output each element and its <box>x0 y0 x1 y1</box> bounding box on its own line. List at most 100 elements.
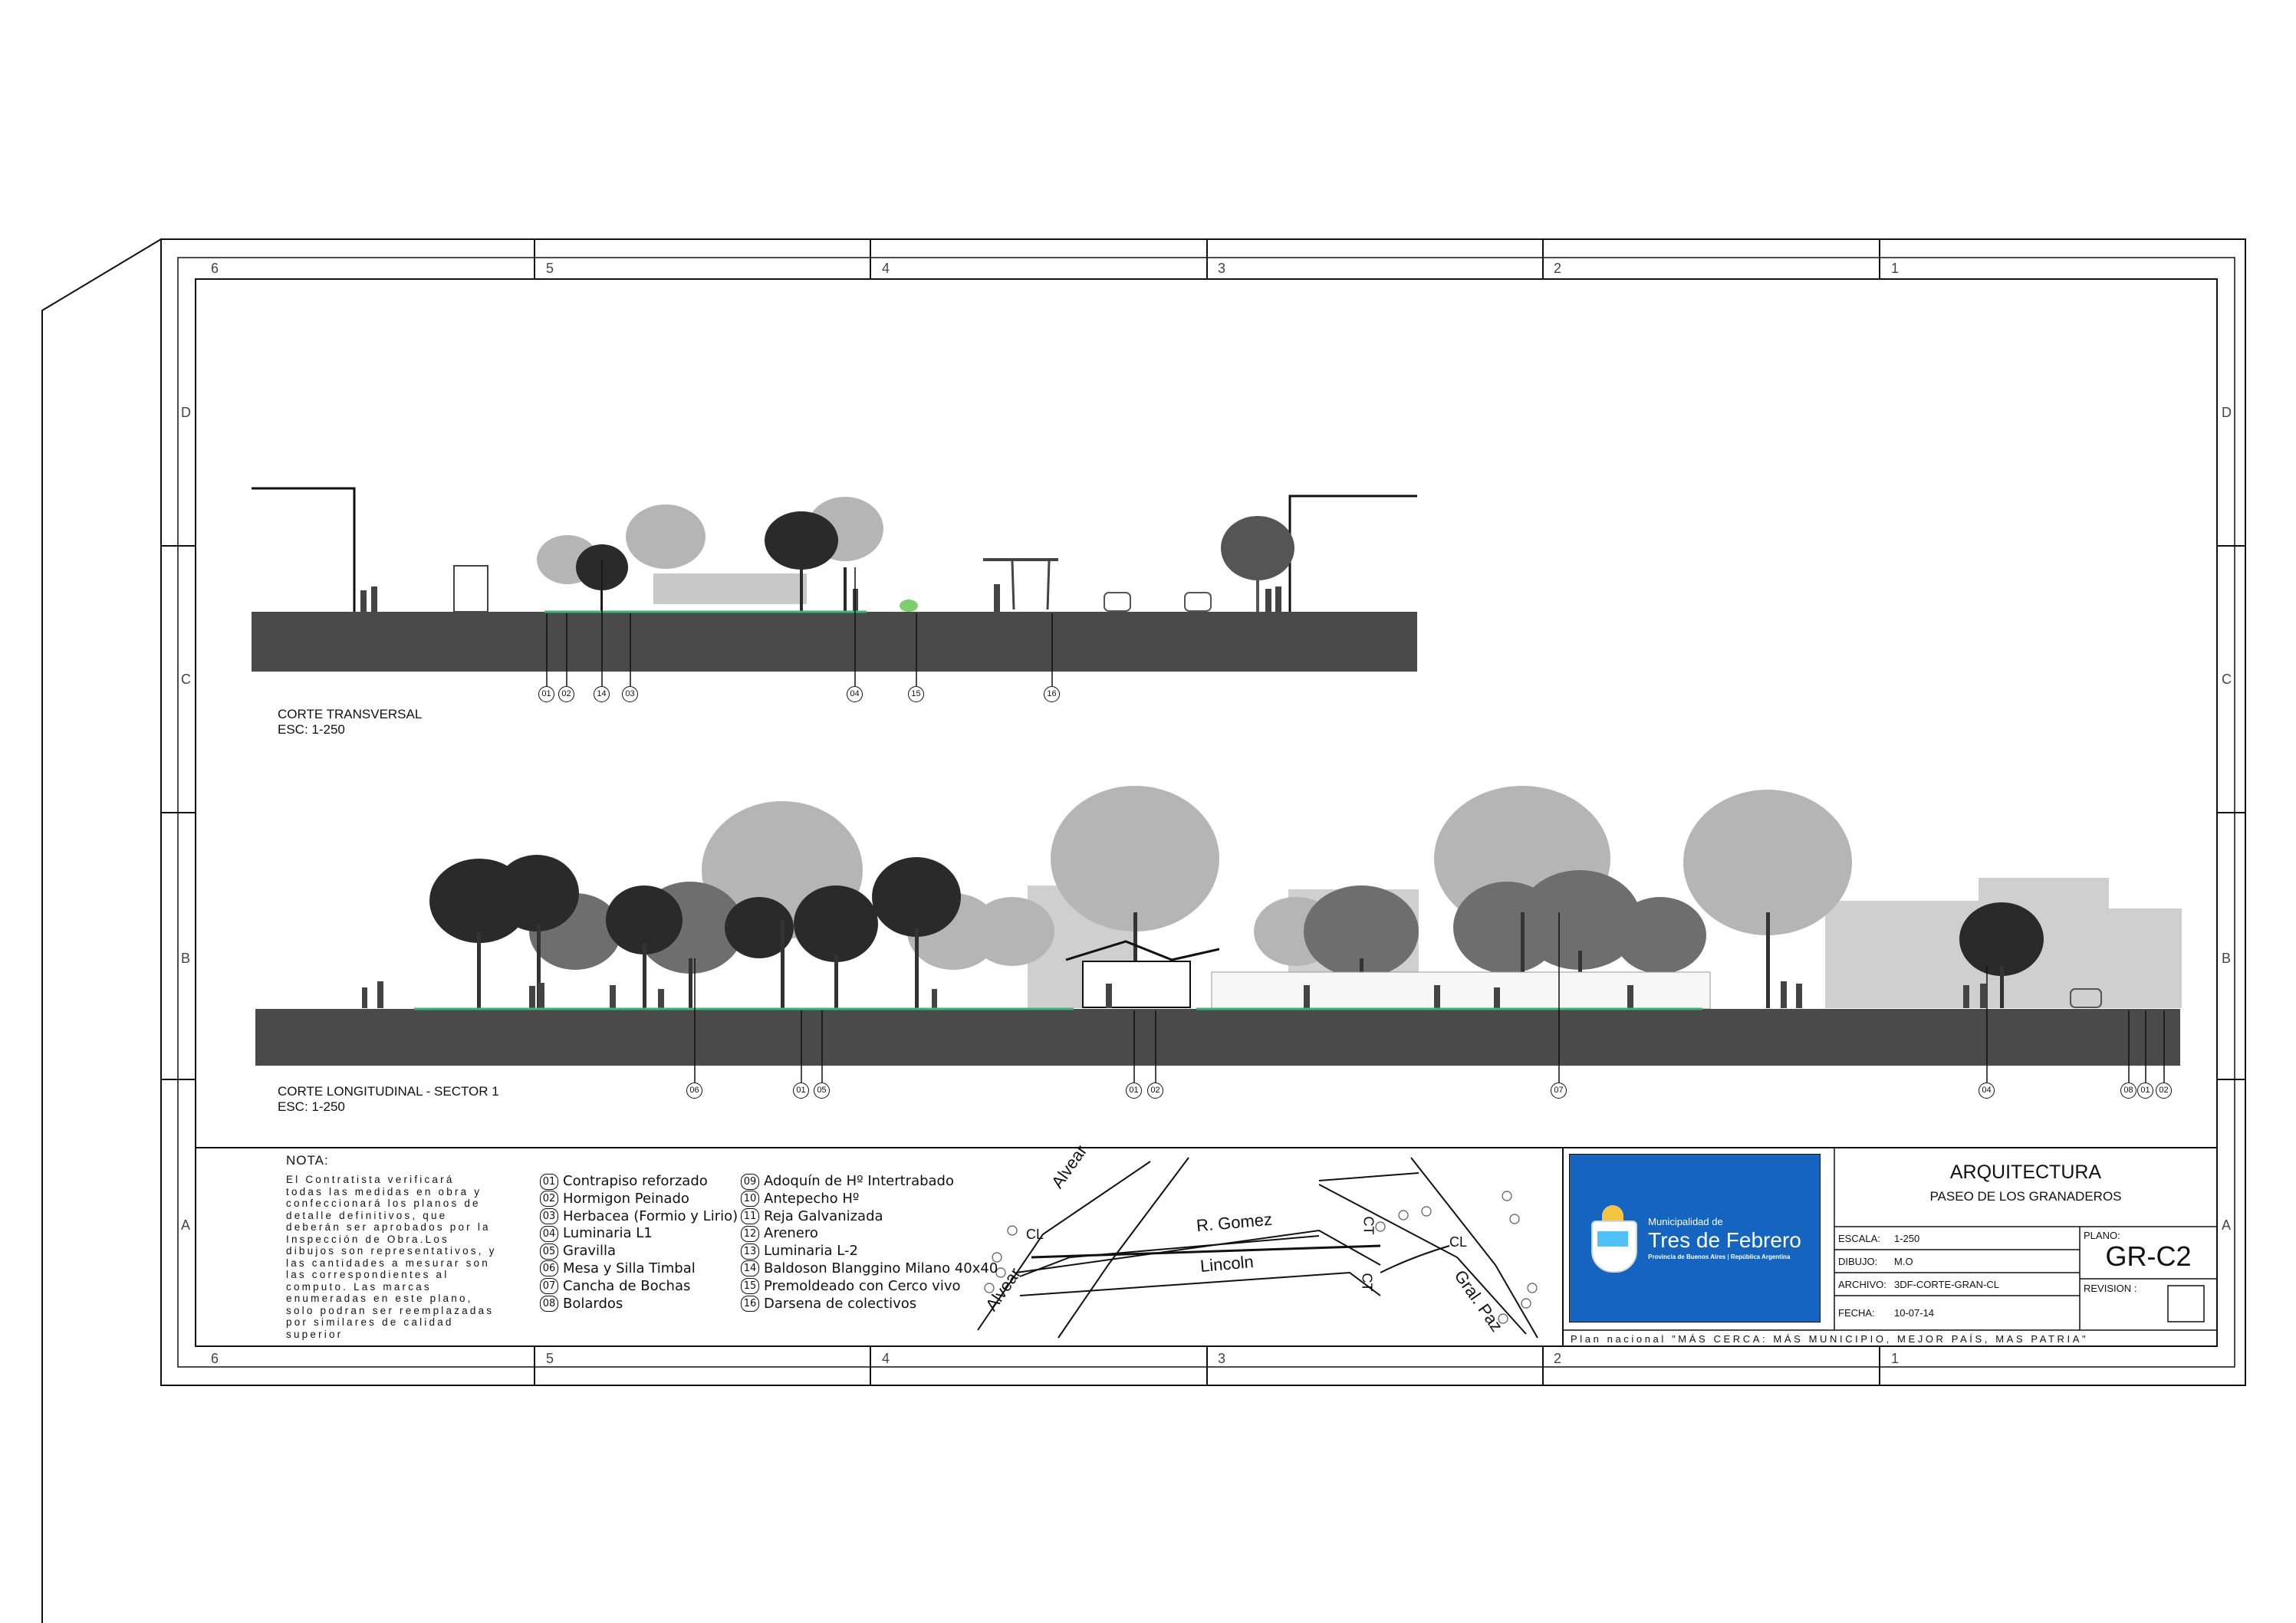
cut-mark: CL <box>1449 1234 1468 1250</box>
legend-number: 02 <box>540 1191 558 1207</box>
grid-row-label: B <box>2222 951 2232 966</box>
fecha-label: FECHA: <box>1838 1307 1875 1319</box>
legend-number: 14 <box>741 1260 759 1277</box>
callout-tag: 02 <box>2156 1083 2172 1099</box>
corte-transversal-drawing <box>252 487 1417 686</box>
grid-row-label: C <box>2222 672 2232 687</box>
title-block-lines <box>1563 1148 2217 1331</box>
car <box>2070 988 2102 1008</box>
callout-tag: 01 <box>538 686 554 702</box>
legend-label: Luminaria L-2 <box>764 1243 858 1260</box>
nota-line: computo. Las marcas <box>286 1280 432 1293</box>
callout-tag: 07 <box>1551 1083 1567 1099</box>
dark-trees <box>429 855 2044 976</box>
grid-row-label: A <box>2222 1217 2232 1233</box>
nota-line: enumeradas en este plano, <box>286 1293 473 1304</box>
coat-of-arms-icon <box>1588 1205 1638 1273</box>
legend-label: Mesa y Silla Timbal <box>563 1260 696 1276</box>
section-title: CORTE TRANSVERSAL <box>278 707 423 721</box>
legend-number: 12 <box>741 1225 759 1242</box>
callout-tag: 05 <box>814 1083 830 1099</box>
court-fence <box>1211 971 1711 1010</box>
grid-col-label: 5 <box>546 1351 554 1366</box>
legend-number: 03 <box>540 1208 558 1225</box>
callout-tag: 01 <box>1126 1083 1142 1099</box>
pavilion <box>1065 940 1220 1008</box>
archivo-label: ARCHIVO: <box>1838 1279 1886 1290</box>
legend-label: Reja Galvanizada <box>764 1207 883 1224</box>
nota-line: dibujos son representativos, y <box>286 1245 497 1257</box>
legend-number: 07 <box>540 1278 558 1295</box>
callout-leaders <box>546 560 1053 686</box>
grid-col-label: 2 <box>1554 261 1562 276</box>
legend-label: Premoldeado con Cerco vivo <box>764 1277 961 1294</box>
logo-line-1: Municipalidad de <box>1648 1216 1723 1227</box>
grid-col-label: 6 <box>211 261 219 276</box>
callout-tag: 03 <box>622 686 638 702</box>
grid-row-label: B <box>181 951 191 966</box>
grid-row-label: D <box>181 405 191 420</box>
logo-line-3: Provincia de Buenos Aires | República Ar… <box>1648 1253 1791 1260</box>
fecha-value: 10-07-14 <box>1894 1307 1935 1319</box>
key-map-cut-line <box>1031 1244 1381 1259</box>
nota-line: todas las medidas en obra y <box>286 1185 482 1198</box>
legend-label: Contrapiso reforzado <box>563 1173 708 1189</box>
legend-label: Adoquín de Hº Intertrabado <box>764 1173 954 1189</box>
nota-line: solo podran ser reemplazadas <box>286 1304 495 1316</box>
callout-tag: 02 <box>1147 1083 1163 1099</box>
grid-col-label: 4 <box>882 1351 890 1366</box>
nota-line: El Contratista verificará <box>286 1174 455 1185</box>
plano-label: PLANO: <box>2084 1230 2120 1241</box>
logo-line-2: Tres de Febrero <box>1648 1228 1801 1252</box>
callout-tag: 04 <box>1979 1083 1995 1099</box>
dibujo-label: DIBUJO: <box>1838 1256 1878 1267</box>
legend-item: 15 Premoldeado con Cerco vivo <box>741 1278 998 1296</box>
grid-col-label: 3 <box>1218 261 1226 276</box>
legend-number: 01 <box>540 1173 558 1190</box>
legend-number: 04 <box>540 1225 558 1242</box>
callout-leaders <box>694 912 2165 1083</box>
grid-row-label: D <box>2222 405 2232 420</box>
callout-tag: 04 <box>847 686 863 702</box>
callout-tag: 14 <box>594 686 610 702</box>
section-caption-transversal: CORTE TRANSVERSAL ESC: 1-250 <box>278 707 422 738</box>
legend-item: 01 Contrapiso reforzado <box>540 1173 738 1191</box>
discipline-title: ARQUITECTURA <box>1949 1161 2102 1183</box>
legend-label: Bolardos <box>563 1295 623 1312</box>
callout-tag: 01 <box>2137 1083 2153 1099</box>
ground-section <box>255 1009 2180 1066</box>
legend-number: 10 <box>741 1191 759 1207</box>
slogan: Plan nacional "MÁS CERCA: MÁS MUNICIPIO,… <box>1571 1333 2089 1345</box>
legend-number: 15 <box>741 1278 759 1295</box>
section-caption-longitudinal: CORTE LONGITUDINAL - SECTOR 1 ESC: 1-250 <box>278 1084 499 1115</box>
right-tree <box>1221 516 1294 612</box>
project-title: PASEO DE LOS GRANADEROS <box>1929 1189 2122 1204</box>
legend-number: 06 <box>540 1260 558 1277</box>
shelter-block <box>653 573 807 604</box>
nota-line: las correspondientes al <box>286 1269 449 1280</box>
section-scale: ESC: 1-250 <box>278 1099 345 1114</box>
key-map <box>977 1157 1538 1339</box>
legend-label: Cancha de Bochas <box>563 1277 691 1294</box>
section-scale: ESC: 1-250 <box>278 722 345 737</box>
nota-line: confeccionará los planos de <box>286 1198 481 1209</box>
ground-section <box>252 612 1417 672</box>
callout-tag: 06 <box>686 1083 702 1099</box>
callout-tag: 16 <box>1044 686 1060 702</box>
grid-col-label: 3 <box>1218 1351 1226 1366</box>
nota-line: por similares de calidad <box>286 1316 454 1328</box>
dibujo-value: M.O <box>1894 1256 1913 1267</box>
sheet-fold-lines <box>41 238 162 1623</box>
legend-label: Arenero <box>764 1225 818 1242</box>
legend-item: 12 Arenero <box>741 1225 998 1243</box>
legend-label: Herbacea (Formio y Lirio) <box>563 1207 738 1224</box>
legend-item: 07 Cancha de Bochas <box>540 1278 738 1296</box>
